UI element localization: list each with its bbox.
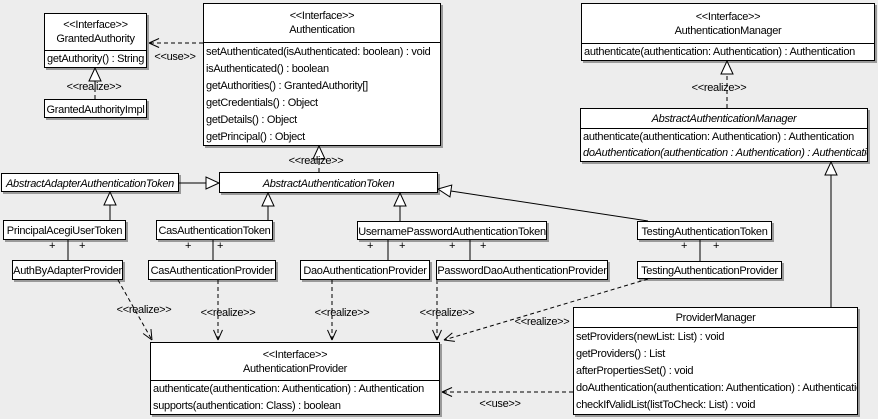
class-box-authentication-manager: <<Interface>>AuthenticationManager authen… (581, 3, 875, 61)
method-label: getPrincipal() : Object (206, 130, 305, 143)
class-box-username-password-authentication-token: UsernamePasswordAuthenticationToken (357, 221, 547, 240)
method-label: getCredentials() : Object (206, 96, 318, 109)
class-name: UsernamePasswordAuthenticationToken (358, 225, 546, 238)
edge-use-provider-manager-to-provider (441, 387, 573, 397)
class-methods-authentication-manager: authenticate(authentication: Authenticat… (582, 44, 874, 60)
class-methods-authentication-provider: authenticate(authentication: Authenticat… (151, 381, 439, 414)
method-label: setAuthenticated(isAuthenticated: boolea… (206, 45, 431, 58)
edge-label-realize-granted-authority-impl: <<realize>> (66, 81, 122, 93)
class-box-dao-authentication-provider: DaoAuthenticationProvider (300, 260, 430, 280)
method-label: afterPropertiesSet() : void (576, 364, 694, 377)
class-name: Authentication (289, 24, 355, 36)
class-box-testing-authentication-provider: TestingAuthenticationProvider (637, 261, 782, 279)
class-box-authentication-provider: <<Interface>>AuthenticationProvider authe… (150, 342, 440, 415)
class-box-principal-acegi-user-token: PrincipalAcegiUserToken (3, 220, 126, 240)
edge-gen-adapter-token-to-abstract-token (179, 176, 221, 190)
class-name: AuthenticationManager (674, 24, 782, 37)
edge-label-mult-password-dao-left: + (448, 240, 456, 252)
method-label: getAuthorities() : GrantedAuthority[] (206, 79, 368, 92)
class-name: AbstractAuthenticationToken (262, 177, 395, 190)
edge-label-mult-testing-right: + (712, 240, 720, 252)
edge-label-mult-principal-left: + (48, 240, 56, 252)
class-name: GrantedAuthority (56, 33, 135, 45)
edge-label-use-granted-authority: <<use>> (154, 51, 196, 63)
edge-label-realize-abstract-manager: <<realize>> (691, 82, 747, 94)
stereotype-label: <<Interface>> (695, 10, 761, 23)
class-box-granted-authority-impl: GrantedAuthorityImpl (44, 99, 147, 118)
class-name: TestingAuthenticationToken (641, 225, 768, 238)
method-label: doAuthentication(authentication: Authent… (576, 382, 857, 395)
class-name: AuthByAdapterProvider (13, 265, 122, 277)
edge-gen-testing-token-to-abstract-token (436, 184, 649, 222)
class-header-authentication-manager: <<Interface>>AuthenticationManager (582, 4, 874, 44)
edge-label-mult-dao-left: + (366, 240, 374, 252)
method-label: authenticate(authentication: Authenticat… (583, 131, 854, 143)
class-box-cas-authentication-token: CasAuthenticationToken (156, 220, 273, 240)
stereotype-label: <<Interface>> (63, 19, 128, 31)
class-box-authentication: <<Interface>> Authentication setAuthentica… (203, 3, 441, 146)
edge-label-use-provider-manager: <<use>> (479, 398, 521, 410)
class-box-granted-authority: <<Interface>> GrantedAuthority getAuthorit… (44, 13, 147, 68)
class-name: TestingAuthenticationProvider (641, 265, 778, 277)
class-box-password-dao-authentication-provider: PasswordDaoAuthenticationProvider (436, 260, 608, 280)
class-box-auth-by-adapter-provider: AuthByAdapterProvider (12, 260, 123, 280)
class-name: CasAuthenticationToken (158, 225, 271, 237)
edge-gen-username-password-token-to-abstract-token (393, 191, 407, 221)
class-name: AbstractAdapterAuthenticationToken (6, 177, 174, 190)
edge-label-mult-password-dao-right: + (479, 240, 487, 252)
method-label: getProviders() : List (576, 347, 666, 360)
class-methods-abstract-authentication-manager: authenticate(authentication: Authenticat… (581, 129, 867, 161)
class-box-cas-authentication-provider: CasAuthenticationProvider (148, 260, 276, 280)
class-box-abstract-authentication-token: AbstractAuthenticationToken (219, 172, 438, 193)
method-label: supports(authentication: Class) : boolea… (153, 399, 341, 412)
edge-label-realize-dao-provider: <<realize>> (314, 307, 370, 319)
method-label: getAuthority() : String (47, 53, 145, 65)
method-label: doAuthentication(authentication : Authen… (583, 147, 867, 159)
edge-label-mult-dao-right: + (398, 240, 406, 252)
method-label: getDetails() : Object (206, 113, 297, 126)
edge-label-mult-principal-right: + (78, 240, 86, 252)
class-header-authentication-provider: <<Interface>>AuthenticationProvider (151, 343, 439, 381)
method-label: checkIfValidList(listToCheck: List) : vo… (576, 399, 756, 412)
class-methods-granted-authority: getAuthority() : String (45, 51, 146, 67)
class-name: GrantedAuthorityImpl (46, 103, 145, 116)
class-box-abstract-authentication-manager: AbstractAuthenticationManager authenticat… (580, 108, 868, 162)
class-name: AuthenticationProvider (242, 362, 348, 375)
edge-gen-provider-manager-to-abstract-manager (824, 160, 838, 307)
class-box-abstract-adapter-authentication-token: AbstractAdapterAuthenticationToken (1, 173, 179, 192)
class-name: DaoAuthenticationProvider (303, 265, 427, 277)
class-name: PrincipalAcegiUserToken (6, 225, 123, 237)
edge-label-realize-password-dao-provider: <<realize>> (419, 307, 475, 319)
edge-gen-cas-token-to-abstract-token (261, 191, 275, 220)
edge-label-mult-cas-left: + (184, 240, 192, 252)
method-label: isAuthenticated() : boolean (206, 62, 329, 75)
edge-label-mult-cas-right: + (216, 240, 224, 252)
class-box-testing-authentication-token: TestingAuthenticationToken (637, 221, 772, 240)
edge-gen-principal-to-adapter-token (103, 190, 117, 220)
class-name: CasAuthenticationProvider (150, 265, 274, 277)
class-name: ProviderManager (574, 308, 857, 328)
edge-use-authentication-to-granted-authority (148, 38, 203, 48)
class-name: AbstractAuthenticationManager (581, 109, 867, 129)
stereotype-label: <<Interface>> (289, 10, 355, 22)
method-label: authenticate(authentication: Authenticat… (153, 383, 424, 396)
class-name: PasswordDaoAuthenticationProvider (437, 265, 607, 277)
edge-label-realize-abstract-token: <<realize>> (288, 155, 344, 167)
edge-label-mult-testing-left: + (680, 240, 688, 252)
edge-label-realize-auth-by-adapter: <<realize>> (116, 304, 172, 316)
method-label: setProviders(newList: List) : void (576, 330, 725, 343)
class-methods-provider-manager: setProviders(newList: List) : void getPro… (574, 328, 857, 414)
class-header-authentication: <<Interface>> Authentication (204, 4, 440, 43)
edge-label-realize-testing-provider: <<realize>> (514, 316, 570, 328)
class-methods-authentication: setAuthenticated(isAuthenticated: boolea… (204, 43, 440, 145)
class-header-granted-authority: <<Interface>> GrantedAuthority (45, 14, 146, 51)
edge-label-realize-cas-provider: <<realize>> (200, 307, 256, 319)
method-label: authenticate(authentication: Authenticat… (584, 46, 855, 58)
stereotype-label: <<Interface>> (262, 348, 328, 361)
